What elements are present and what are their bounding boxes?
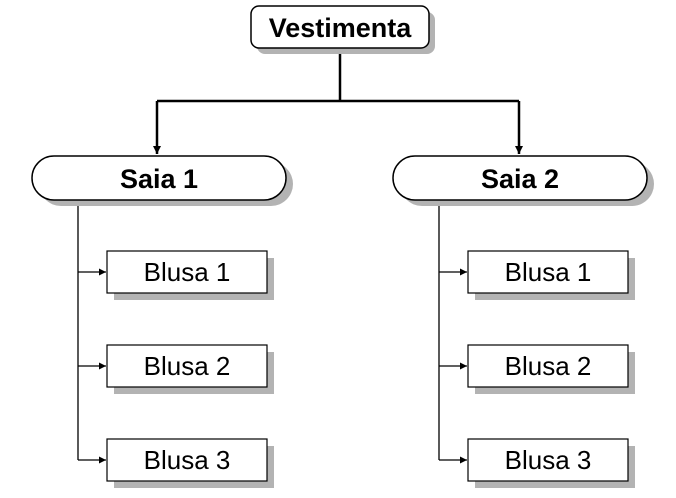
- leaf-node-box: [106, 344, 268, 388]
- leaf-node-saia-2-blusa-2: Blusa 2: [467, 344, 635, 394]
- root-node: Vestimenta: [250, 5, 435, 54]
- leaf-node-box: [467, 250, 629, 294]
- branch-node-box: [31, 155, 287, 201]
- leaf-label: Blusa 3: [144, 445, 231, 475]
- root-label: Vestimenta: [269, 13, 413, 43]
- leaf-node-saia-2-blusa-1: Blusa 1: [467, 250, 635, 300]
- root-node-box: [250, 5, 430, 49]
- leaf-node-box: [467, 438, 629, 482]
- leaf-node-saia-2-blusa-3: Blusa 3: [467, 438, 635, 488]
- leaf-node-saia-1-blusa-1: Blusa 1: [106, 250, 274, 300]
- leaf-node-box: [106, 438, 268, 482]
- branch-label-saia-2: Saia 2: [481, 164, 559, 194]
- leaf-node-box: [106, 250, 268, 294]
- branch-connectors: [77, 200, 467, 464]
- branch-label-saia-1: Saia 1: [120, 164, 198, 194]
- leaf-label: Blusa 1: [505, 257, 592, 287]
- leaf-label: Blusa 1: [144, 257, 231, 287]
- leaf-node-saia-1-blusa-2: Blusa 2: [106, 344, 274, 394]
- leaf-node-box: [467, 344, 629, 388]
- branch-node-saia-2: Saia 2: [392, 155, 654, 206]
- root-connectors: [153, 48, 523, 154]
- branch-node-box: [392, 155, 648, 201]
- branch-node-saia-1: Saia 1: [31, 155, 293, 206]
- leaf-node-saia-1-blusa-3: Blusa 3: [106, 438, 274, 488]
- leaf-label: Blusa 2: [144, 351, 231, 381]
- leaf-label: Blusa 3: [505, 445, 592, 475]
- leaf-label: Blusa 2: [505, 351, 592, 381]
